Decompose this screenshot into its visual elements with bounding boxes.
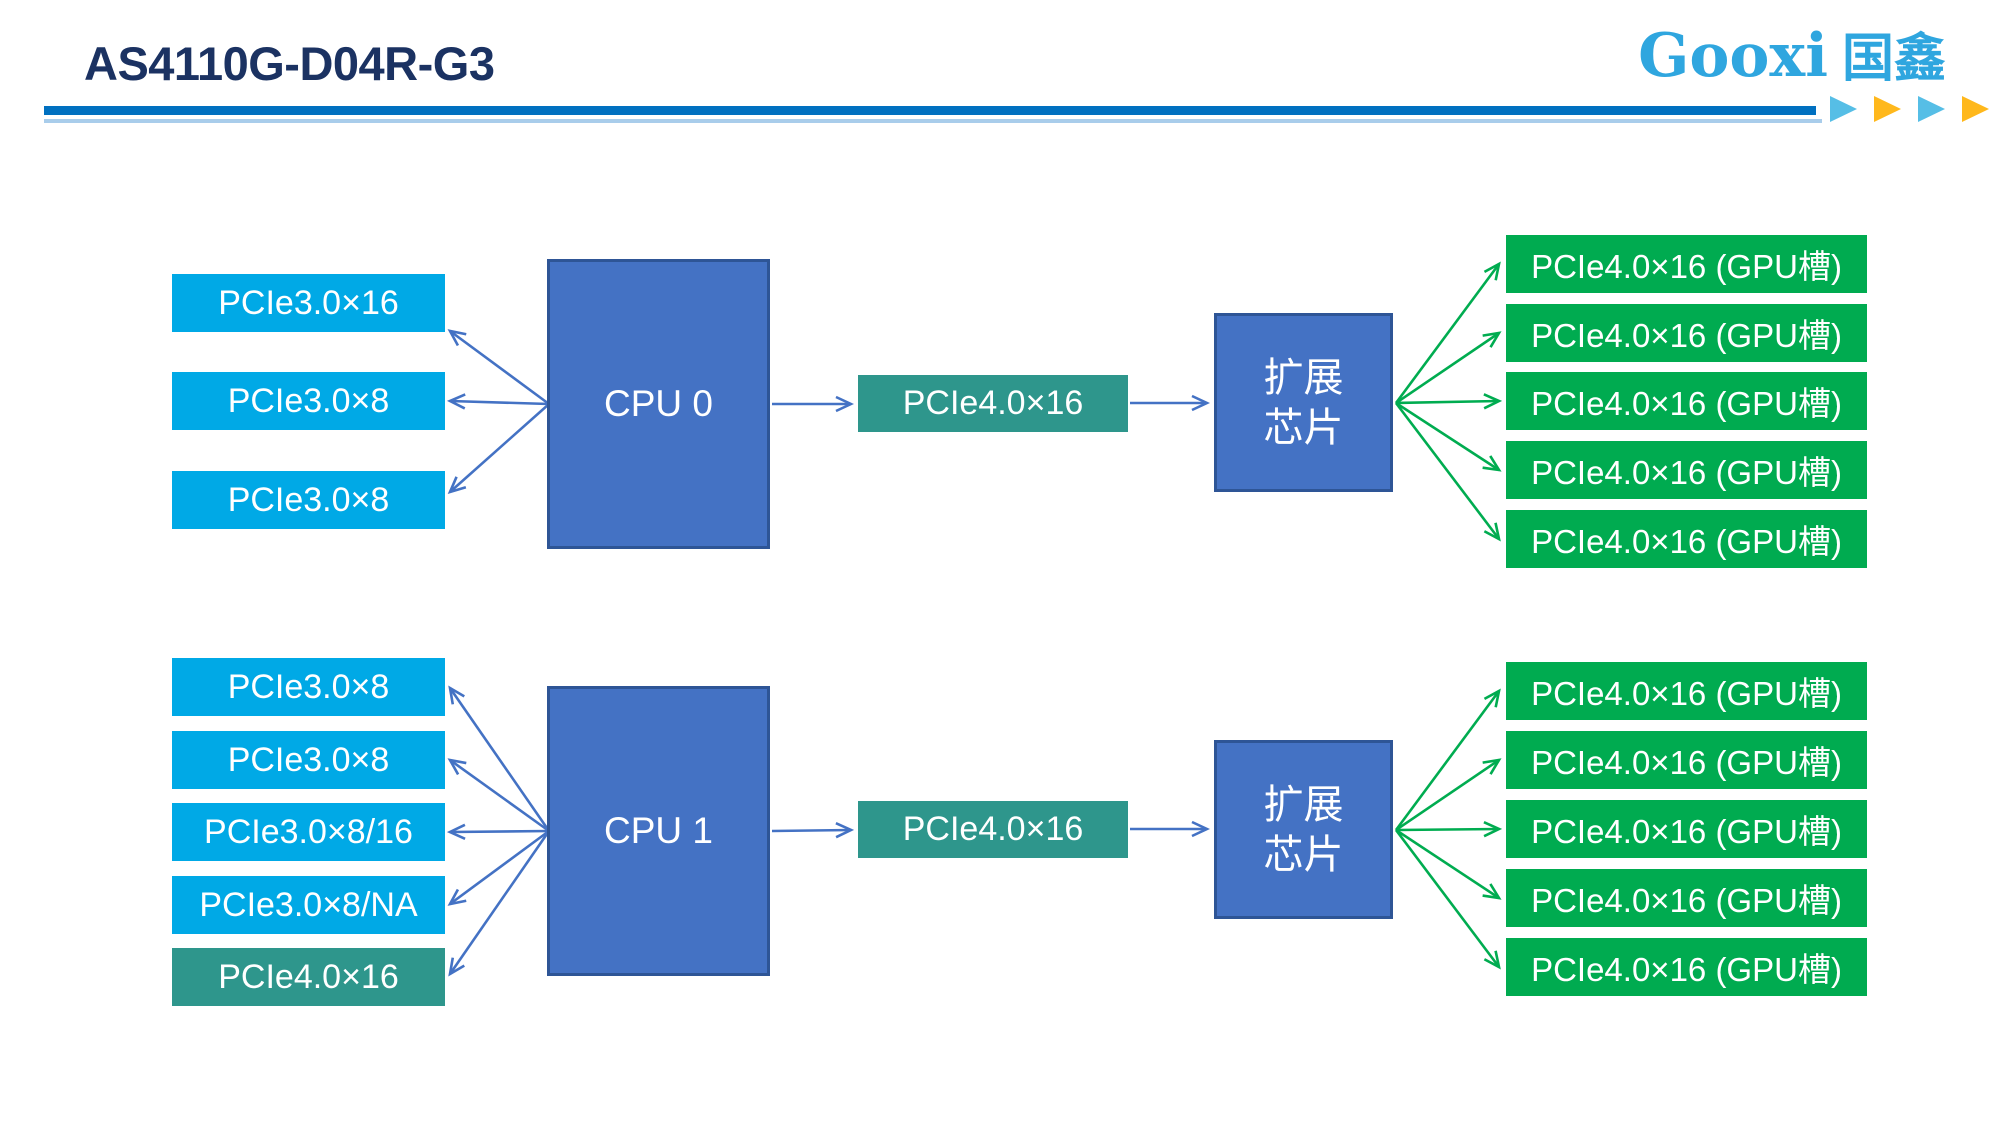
connector-arrow: [450, 831, 550, 832]
uplink-box: PCIe4.0×16: [858, 801, 1128, 858]
logo-arrow-row: [1830, 96, 1989, 122]
connector-arrow: [450, 403, 550, 492]
pcie-slot-box: PCIe3.0×8: [172, 658, 445, 716]
connector-arrow: [1394, 829, 1499, 967]
connector-arrow: [1395, 333, 1499, 405]
gpu-slot-box: PCIe4.0×16 (GPU槽): [1506, 304, 1867, 362]
connector-arrow: [771, 830, 851, 831]
gpu-slot-box: PCIe4.0×16 (GPU槽): [1506, 235, 1867, 293]
gpu-slot-box: PCIe4.0×16 (GPU槽): [1506, 372, 1867, 430]
pcie-slot-box: PCIe3.0×8: [172, 731, 445, 789]
logo-text-cn: 国鑫: [1841, 30, 1946, 88]
connector-arrow: [450, 830, 551, 974]
expansion-chip-box: 扩展 芯片: [1214, 313, 1393, 492]
pcie-slot-box: PCIe3.0×8: [172, 471, 445, 529]
pcie-slot-box: PCIe3.0×8/16: [172, 803, 445, 861]
pcie-slot-box: PCIe3.0×8/NA: [172, 876, 445, 934]
connector-arrow: [1395, 401, 1499, 470]
connector-arrow: [1394, 264, 1499, 404]
triangle-icon: [1830, 96, 1857, 122]
cpu1-box: CPU 1: [547, 686, 770, 976]
connector-arrow: [1395, 760, 1499, 832]
connector-arrow: [1394, 402, 1499, 539]
connector-arrow: [1395, 401, 1499, 403]
gpu-slot-box: PCIe4.0×16 (GPU槽): [1506, 869, 1867, 927]
connector-arrow: [450, 688, 551, 832]
uplink-box: PCIe4.0×16: [858, 375, 1128, 432]
gpu-slot-box: PCIe4.0×16 (GPU槽): [1506, 800, 1867, 858]
gpu-slot-box: PCIe4.0×16 (GPU槽): [1506, 662, 1867, 720]
divider-line-thin: [44, 119, 1822, 123]
pcie-slot-box: PCIe4.0×16: [172, 948, 445, 1006]
expansion-chip-box: 扩展 芯片: [1214, 740, 1393, 919]
triangle-icon: [1874, 96, 1901, 122]
page-title: AS4110G-D04R-G3: [84, 37, 495, 90]
connector-arrow: [1394, 691, 1499, 831]
gpu-slot-box: PCIe4.0×16 (GPU槽): [1506, 938, 1867, 996]
triangle-icon: [1962, 96, 1989, 122]
connector-arrow: [450, 829, 550, 904]
gpu-slot-box: PCIe4.0×16 (GPU槽): [1506, 510, 1867, 568]
logo-text-en: Gooxi: [1638, 21, 1828, 91]
pcie-slot-box: PCIe3.0×8: [172, 372, 445, 430]
triangle-icon: [1918, 96, 1945, 122]
connector-arrow: [1395, 829, 1499, 830]
connector-arrow: [450, 760, 550, 833]
divider-line-thick: [44, 106, 1816, 115]
connector-arrow: [450, 331, 550, 406]
cpu0-box: CPU 0: [547, 259, 770, 549]
gpu-slot-box: PCIe4.0×16 (GPU槽): [1506, 441, 1867, 499]
connector-arrow: [1395, 828, 1499, 898]
connector-arrow: [450, 401, 550, 404]
gpu-slot-box: PCIe4.0×16 (GPU槽): [1506, 731, 1867, 789]
pcie-slot-box: PCIe3.0×16: [172, 274, 445, 332]
